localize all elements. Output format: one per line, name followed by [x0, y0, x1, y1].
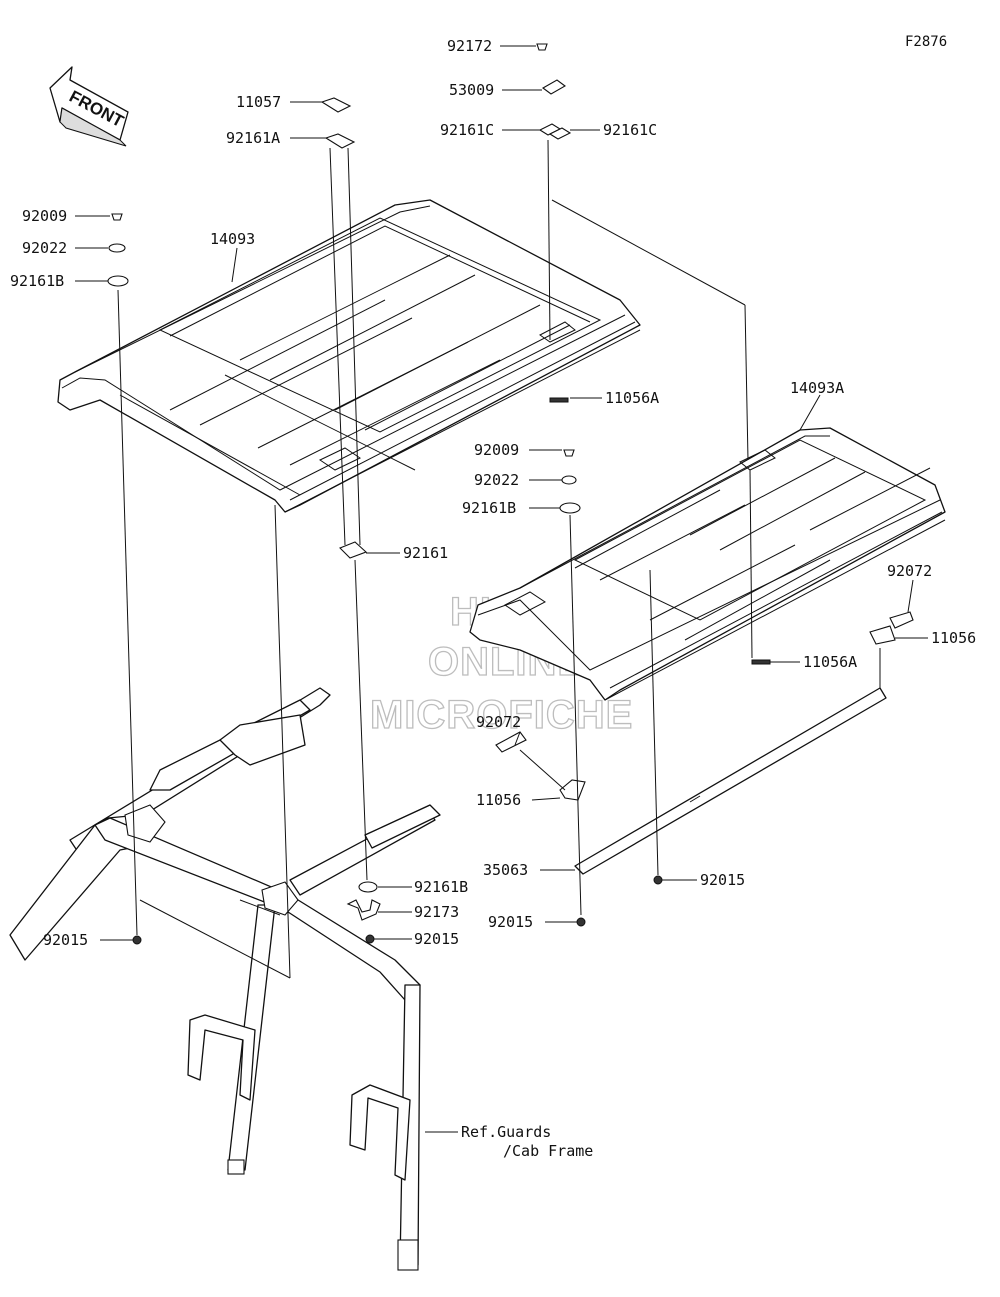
watermark-line-3: MICROFICHE	[370, 693, 633, 737]
leader-lines	[75, 45, 928, 1133]
callout-92161: 92161	[403, 544, 448, 562]
figure-id: F2876	[905, 34, 947, 50]
callout-92173: 92173	[414, 903, 459, 921]
cab-frame	[9, 687, 441, 1271]
callout-11056a-top: 11056A	[605, 389, 659, 407]
callout-92161b-bottom: 92161B	[414, 878, 468, 896]
callout-92161b-mid: 92161B	[462, 499, 516, 517]
hardware	[107, 43, 914, 945]
callout-92161c-left: 92161C	[440, 121, 494, 139]
callout-92161b-left: 92161B	[10, 272, 64, 290]
callout-92022-left: 92022	[22, 239, 67, 257]
callout-14093a: 14093A	[790, 379, 844, 397]
callout-92072-right: 92072	[887, 562, 932, 580]
front-arrow-icon: FRONT	[49, 66, 129, 147]
callout-92015-mid: 92015	[488, 913, 533, 931]
callout-92072-left: 92072	[476, 713, 521, 731]
roof-panel-front	[57, 199, 641, 513]
callout-14093: 14093	[210, 230, 255, 248]
callout-11057: 11057	[236, 93, 281, 111]
callout-92022-mid: 92022	[474, 471, 519, 489]
callout-11056-right: 11056	[931, 629, 976, 647]
callout-35063: 35063	[483, 861, 528, 879]
callout-labels: 92172 53009 92161C 92161C 11057 92161A 9…	[10, 37, 976, 1160]
callout-92161a: 92161A	[226, 129, 280, 147]
callout-92015-right: 92015	[700, 871, 745, 889]
roof-panel-rear	[469, 427, 946, 701]
reference-note-line-1: Ref.Guards	[461, 1123, 551, 1141]
callout-92172: 92172	[447, 37, 492, 55]
callout-53009: 53009	[449, 81, 494, 99]
callout-92009-mid: 92009	[474, 441, 519, 459]
callout-92015-bottom: 92015	[414, 930, 459, 948]
callout-92015-leftbottom: 92015	[43, 931, 88, 949]
callout-92161c-right: 92161C	[603, 121, 657, 139]
callout-11056a-mid: 11056A	[803, 653, 857, 671]
support-strap	[574, 687, 887, 875]
callout-11056-left: 11056	[476, 791, 521, 809]
reference-note-line-2: /Cab Frame	[503, 1142, 593, 1160]
callout-92009-left: 92009	[22, 207, 67, 225]
